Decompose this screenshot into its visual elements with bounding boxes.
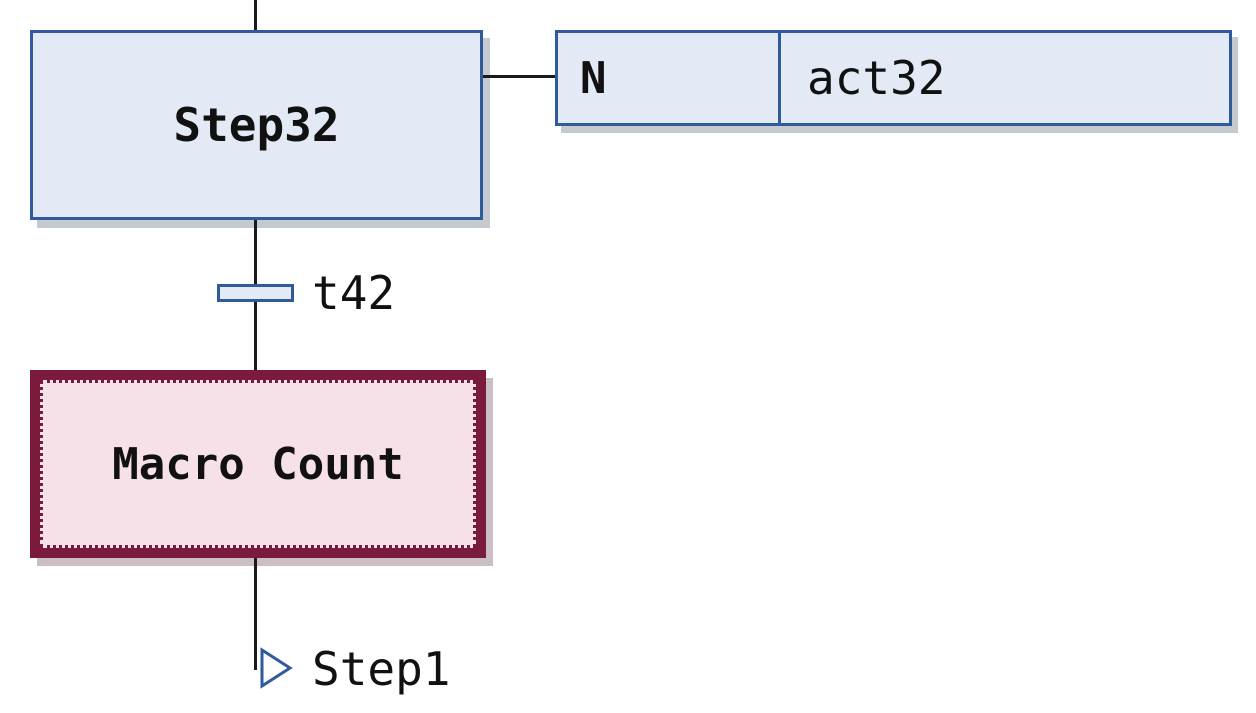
macro-step-name: Macro Count	[112, 438, 404, 490]
macro-to-jump-wire	[254, 558, 257, 670]
action-connector	[483, 75, 555, 78]
transition-name: t42	[312, 266, 396, 320]
step-box[interactable]: Step32	[30, 30, 483, 220]
action-block[interactable]: N act32	[555, 30, 1232, 126]
incoming-wire	[254, 0, 257, 32]
transition-bar[interactable]	[217, 284, 294, 302]
jump-target[interactable]: Step1	[312, 642, 451, 696]
macro-step-inner: Macro Count	[40, 380, 476, 548]
jump-arrow-icon	[260, 647, 293, 689]
action-name: act32	[807, 51, 946, 105]
action-qualifier: N	[558, 33, 781, 123]
macro-step-box[interactable]: Macro Count	[30, 370, 486, 558]
step-name: Step32	[173, 98, 340, 152]
